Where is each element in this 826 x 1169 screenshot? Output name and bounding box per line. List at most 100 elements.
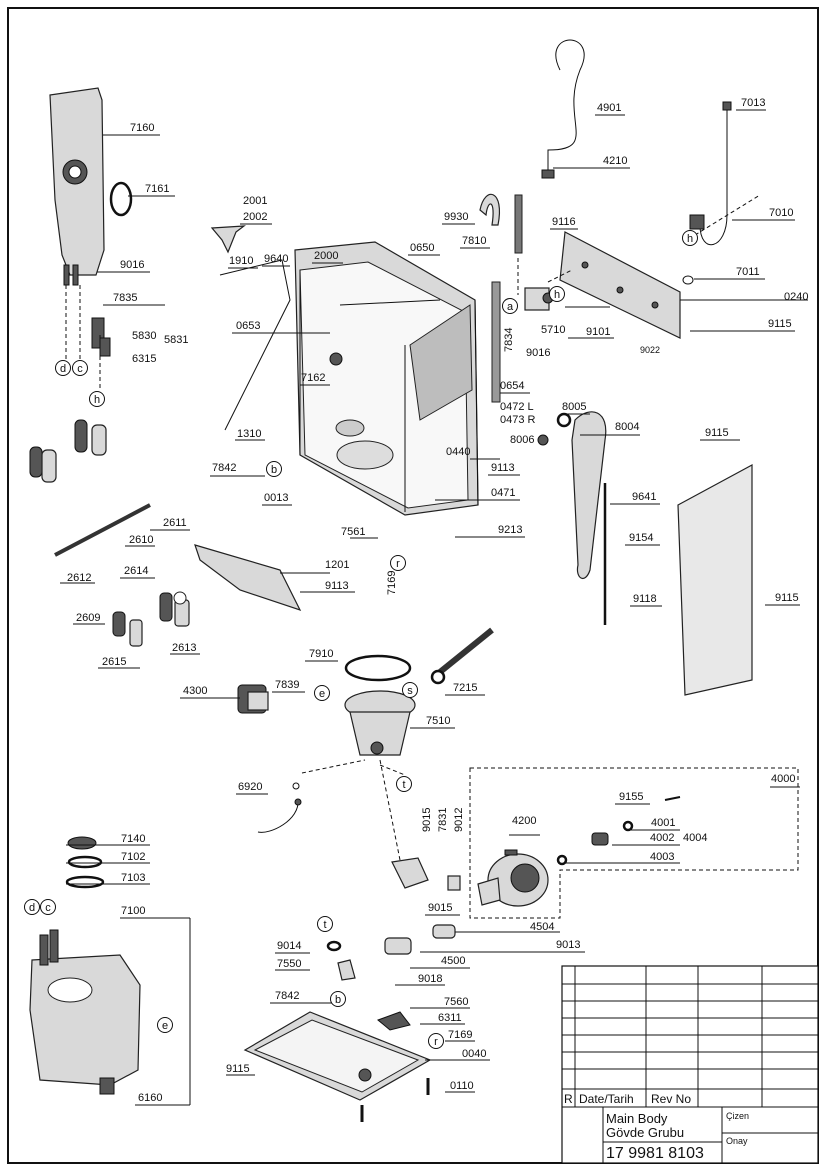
part-7560-bracket xyxy=(377,1011,411,1031)
label-6315: 6315 xyxy=(132,353,156,365)
drawing-frame xyxy=(7,7,819,1164)
part-7103-ring xyxy=(65,875,105,889)
part-6920-sensor xyxy=(257,799,299,833)
label-0654: 0654 xyxy=(500,380,524,392)
part-7160-control-housing xyxy=(49,87,105,286)
drawing-name-tr: Gövde Grubu xyxy=(606,1125,684,1140)
label-0473: 0473 R xyxy=(500,414,536,426)
label-1910: 1910 xyxy=(229,255,253,267)
label-0240: 0240 xyxy=(784,291,808,303)
label-2609: 2609 xyxy=(76,612,100,624)
label-7842: 7842 xyxy=(212,462,236,474)
part-9155-screw xyxy=(664,796,681,801)
label-9016: 9016 xyxy=(120,259,144,271)
part-4504-sleeve xyxy=(432,924,456,939)
part-7215-shaft xyxy=(438,627,494,675)
part-7140-cap xyxy=(67,836,97,850)
label-4504: 4504 xyxy=(530,921,554,933)
part-8004-arm xyxy=(571,411,607,580)
label-9640: 9640 xyxy=(264,253,288,265)
label-6311: 6311 xyxy=(438,1012,462,1024)
callout-s: s xyxy=(407,685,413,697)
label-7510: 7510 xyxy=(426,715,450,727)
label-7011: 7011 xyxy=(736,266,760,278)
callout-e: e xyxy=(319,688,325,700)
label-2001: 2001 xyxy=(243,195,267,207)
label-2610: 2610 xyxy=(129,534,153,546)
label-4004: 4004 xyxy=(683,832,707,844)
part-7910-seal xyxy=(344,654,412,682)
callout-c: c xyxy=(45,902,51,914)
part-2000-tub-frame xyxy=(294,241,479,516)
part-5710-valve xyxy=(524,287,554,311)
callout-r: r xyxy=(434,1036,438,1048)
label-9014: 9014 xyxy=(277,940,301,952)
label-9118: 9118 xyxy=(633,593,657,605)
label-9155: 9155 xyxy=(619,791,643,803)
label-4210: 4210 xyxy=(603,155,627,167)
label-2002: 2002 xyxy=(243,211,267,223)
label-7842b: 7842 xyxy=(275,990,299,1002)
part-0040-base xyxy=(243,1011,432,1101)
label-7140: 7140 xyxy=(121,833,145,845)
part-7835-connector xyxy=(91,317,111,357)
label-9115c: 9115 xyxy=(775,592,799,604)
label-7835: 7835 xyxy=(113,292,137,304)
part-4002-motor-part xyxy=(556,820,634,866)
callout-h: h xyxy=(554,289,560,301)
label-7831: 7831 xyxy=(437,808,449,832)
part-7510-sump xyxy=(344,690,416,756)
label-1310: 1310 xyxy=(237,428,261,440)
label-9116: 9116 xyxy=(552,216,576,228)
callout-letters: d c h a h h b r e s t t b r d c e xyxy=(29,233,693,1048)
label-4002: 4002 xyxy=(650,832,674,844)
label-7160: 7160 xyxy=(130,122,154,134)
title-block: R Date/Tarih Rev No Main Body Gövde Grub… xyxy=(561,965,819,1164)
label-8004: 8004 xyxy=(615,421,639,433)
drawing-part-number: 17 9981 8103 xyxy=(606,1145,704,1162)
label-7102: 7102 xyxy=(121,851,145,863)
label-7561: 7561 xyxy=(341,526,365,538)
label-9115d: 9115 xyxy=(226,1063,250,1075)
label-7215: 7215 xyxy=(453,682,477,694)
label-9013: 9013 xyxy=(556,939,580,951)
label-7100: 7100 xyxy=(121,905,145,917)
label-2000: 2000 xyxy=(314,250,338,262)
date-column-header: Date/Tarih xyxy=(579,1092,634,1106)
part-1201-cover xyxy=(194,544,302,612)
part-7810-spring xyxy=(514,194,523,254)
part-4210-clip xyxy=(541,169,555,179)
label-7169: 7169 xyxy=(386,571,398,595)
label-0110: 0110 xyxy=(450,1080,474,1092)
label-0471: 0471 xyxy=(491,487,515,499)
part-2614-clips xyxy=(159,591,190,627)
label-7103: 7103 xyxy=(121,872,145,884)
part-2610-bar xyxy=(54,503,151,557)
label-7560: 7560 xyxy=(444,996,468,1008)
label-9022: 9022 xyxy=(640,345,660,355)
part-0240-rail xyxy=(559,231,681,339)
part-side-panel xyxy=(677,463,753,696)
drawing-name-en: Main Body xyxy=(606,1111,668,1126)
part-number-labels: 7160 7161 9016 7835 5830 5831 6315 2001 … xyxy=(67,97,808,1104)
callout-r: r xyxy=(396,558,400,570)
drawn-by-label: Çizen xyxy=(726,1111,749,1121)
part-4200-pin xyxy=(504,849,518,856)
label-2612: 2612 xyxy=(67,572,91,584)
label-9930: 9930 xyxy=(444,211,468,223)
label-7010: 7010 xyxy=(769,207,793,219)
rev-column-header: Rev No xyxy=(651,1092,691,1106)
label-0013: 0013 xyxy=(264,492,288,504)
part-4300-unit xyxy=(237,684,269,714)
label-1201: 1201 xyxy=(325,559,349,571)
callout-markers xyxy=(24,230,698,1049)
callout-t: t xyxy=(402,779,405,791)
part-4500-hose xyxy=(384,937,412,955)
label-9213: 9213 xyxy=(498,524,522,536)
part-2609-clips xyxy=(112,611,143,647)
label-9018: 9018 xyxy=(418,973,442,985)
label-4003: 4003 xyxy=(650,851,674,863)
label-0440: 0440 xyxy=(446,446,470,458)
label-4200: 4200 xyxy=(512,815,536,827)
